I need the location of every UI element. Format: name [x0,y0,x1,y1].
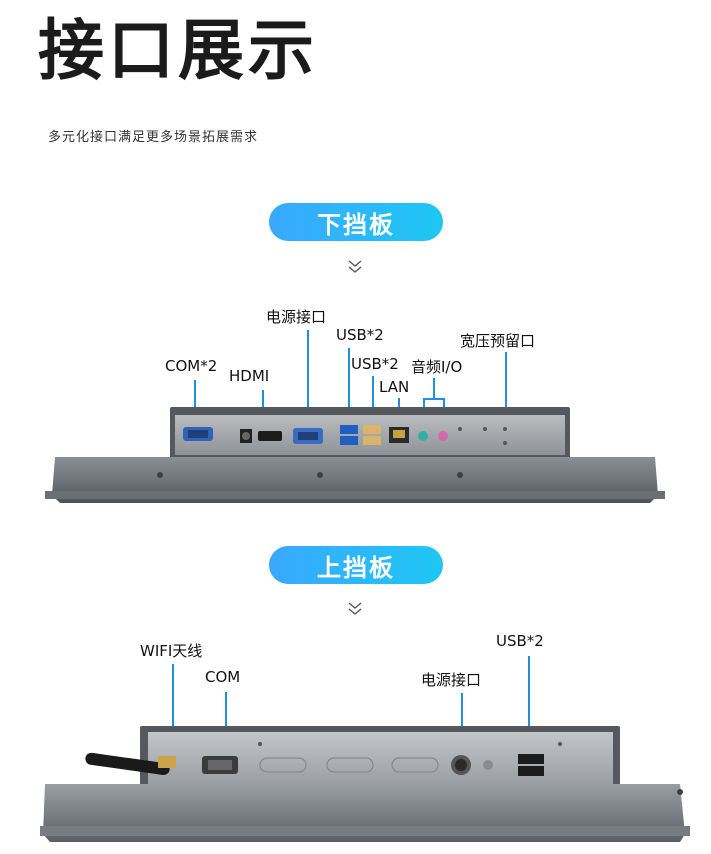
leader-line-usb2 [372,376,374,420]
label-lan: LAN [379,378,410,396]
label-wide-voltage: 宽压预留口 [460,332,536,350]
leader-line-wifi [172,664,174,728]
leader-line-usb-top [528,656,530,746]
bottom-panel-device-image [45,407,665,503]
leader-line-power [307,330,309,420]
top-panel-heading: 上挡板 [269,546,443,584]
label-power-top-panel: 电源接口 [421,671,482,689]
page-subtitle: 多元化接口满足更多场景拓展需求 [48,130,259,145]
leader-line-com [194,380,196,420]
leader-line-audio-bar [423,398,445,400]
top-panel-device-image [40,726,690,842]
leader-line-com-top [225,692,227,742]
leader-line-audio-stem [433,378,435,398]
label-usb-top-panel: USB*2 [496,632,544,650]
label-com-top-panel: COM [205,668,241,686]
leader-line-wide-voltage [505,352,507,424]
label-com: COM*2 [165,357,218,375]
leader-line-usb1 [348,348,350,420]
chevron-down-icon [345,600,365,619]
bottom-panel-heading: 下挡板 [269,203,443,241]
label-usb-top: USB*2 [336,326,384,344]
leader-line-power-top [461,693,463,743]
label-usb-second: USB*2 [351,355,399,373]
label-wifi: WIFI天线 [140,642,203,660]
label-hdmi: HDMI [229,367,270,385]
chevron-down-icon [345,258,365,277]
label-power-port: 电源接口 [266,308,327,326]
page-title: 接口展示 [38,12,318,89]
label-audio: 音频I/O [411,358,463,376]
